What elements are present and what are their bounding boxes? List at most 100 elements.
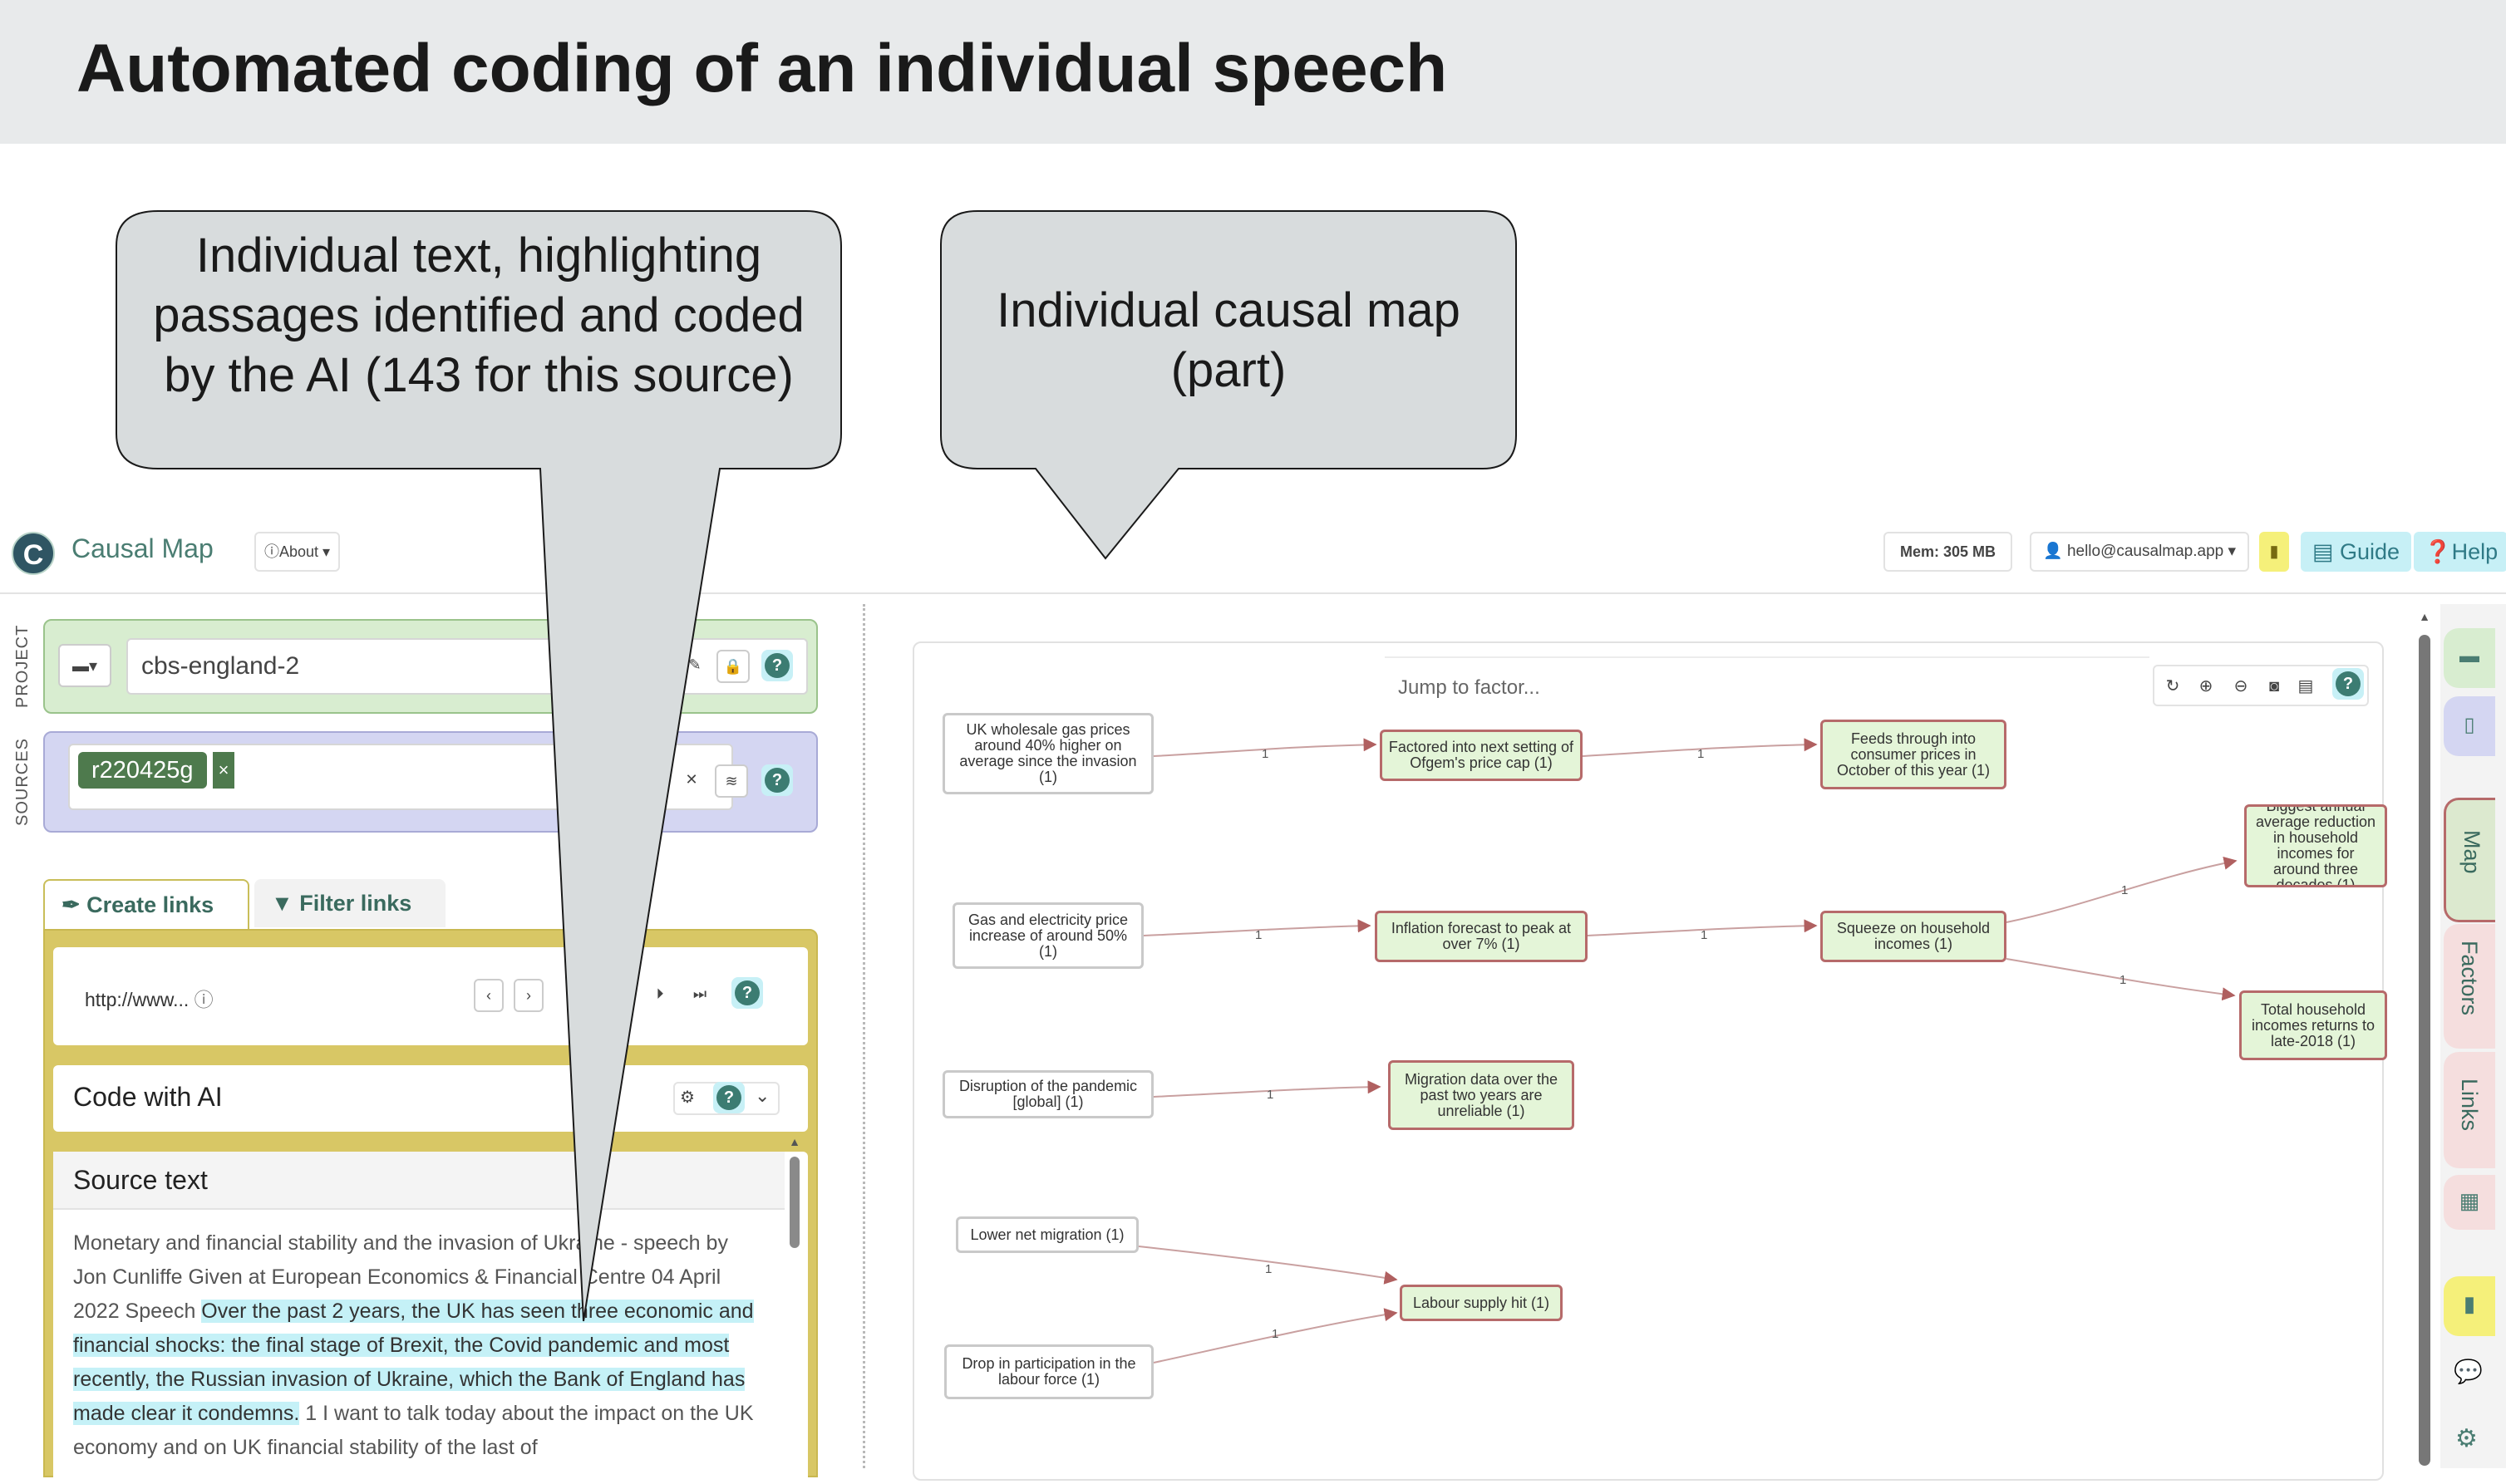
source-scrollbar[interactable]: ▲ (786, 1135, 803, 1467)
guide-button[interactable]: ▤ Guide (2301, 532, 2412, 572)
source-scroll-thumb[interactable] (790, 1157, 800, 1248)
map-node[interactable]: Total household incomes returns to late-… (2239, 990, 2387, 1060)
zoom-out-icon[interactable]: ⊖ (2233, 677, 2248, 695)
chevron-left-icon: ‹ (486, 987, 491, 1004)
camera-icon[interactable]: ◙ (2268, 677, 2280, 695)
sources-layers-button[interactable]: ≋ (715, 764, 748, 798)
source-url[interactable]: http://www... ⓘ (85, 984, 214, 1012)
map-scrollbar[interactable]: ▲ (2415, 610, 2434, 1467)
map-node[interactable]: Inflation forecast to peak at over 7% (1… (1375, 911, 1588, 962)
edge-n2-n3 (1582, 738, 1818, 757)
project-folder-button[interactable]: ▬▾ (58, 644, 111, 687)
tab-project-files[interactable]: ▬ (2444, 628, 2495, 688)
about-button[interactable]: ⓘAbout ▾ (254, 532, 341, 572)
next-source-button[interactable]: › (514, 979, 544, 1012)
clear-sources-button[interactable]: ✕ (675, 764, 708, 798)
edge-n5-n6 (1143, 919, 1371, 936)
edit-project-button[interactable]: ✎ (678, 650, 711, 683)
map-node[interactable]: Migration data over the past two years a… (1388, 1060, 1574, 1130)
app-brand[interactable]: Causal Map (71, 533, 214, 563)
map-help-button[interactable]: ? (2332, 668, 2364, 700)
edge-label: 1 (1262, 747, 1268, 761)
folder-icon: ▬▾ (71, 657, 98, 676)
project-input[interactable]: cbs-england-2 (126, 638, 808, 695)
help-button[interactable]: ❓Help (2414, 532, 2506, 572)
map-node[interactable]: Feeds through into consumer prices in Oc… (1820, 720, 2006, 789)
edge-n7-n4 (2006, 856, 2238, 923)
map-node[interactable]: UK wholesale gas prices around 40% highe… (943, 713, 1154, 794)
user-menu-button[interactable]: 👤 hello@causalmap.app ▾ (2030, 532, 2250, 572)
callout-right-bubble (940, 210, 1517, 560)
url-help-button[interactable]: ? (731, 977, 763, 1009)
map-node[interactable]: Gas and electricity price increase of ar… (953, 902, 1144, 969)
map-node[interactable]: Drop in participation in the labour forc… (944, 1344, 1154, 1399)
question-icon: ? (735, 980, 760, 1005)
code-ai-help-button[interactable]: ? (713, 1082, 745, 1113)
gear-icon[interactable]: ⚙ (2455, 1425, 2478, 1452)
remove-chip-icon[interactable]: × (213, 752, 234, 789)
clipboard-icon[interactable]: ▤ (2297, 677, 2314, 695)
edge-n9-n10 (1153, 1080, 1381, 1098)
map-node[interactable]: Biggest annual average reduction in hous… (2244, 804, 2387, 887)
tab-factors[interactable]: Factors (2444, 924, 2495, 1049)
map-node[interactable]: Squeeze on household incomes (1) (1820, 911, 2006, 962)
question-icon: ? (2336, 671, 2361, 696)
edge-label: 1 (2120, 973, 2126, 987)
book-icon: ▤ (2312, 539, 2341, 564)
map-node[interactable]: Factored into next setting of Ofgem's pr… (1380, 730, 1583, 781)
tab-bookmarks[interactable]: ▮ (2444, 1276, 2495, 1336)
layers-icon: ≋ (725, 773, 738, 789)
scroll-up-icon[interactable]: ▲ (2419, 610, 2430, 623)
chevron-down-icon[interactable]: ⌄ (755, 1085, 771, 1106)
refresh-icon[interactable]: ↻ (2165, 677, 2180, 695)
scroll-up-icon[interactable]: ▲ (789, 1135, 800, 1148)
bookmark-button[interactable]: ▮ (2259, 532, 2289, 572)
tab-create-links[interactable]: ✒ Create links (43, 879, 249, 929)
panel-resizer[interactable] (863, 604, 865, 1468)
user-email: hello@causalmap.app (2066, 543, 2224, 560)
question-icon: ❓ (2424, 539, 2452, 564)
source-url-row (53, 947, 808, 1045)
caret-down-icon: ▾ (318, 543, 331, 560)
tab-map[interactable]: Map (2444, 798, 2495, 922)
jump-to-factor-input[interactable]: Jump to factor... (1385, 656, 2149, 716)
project-help-button[interactable]: ? (761, 650, 793, 681)
caret-down-icon: ▾ (2223, 543, 2237, 560)
edge-label: 1 (1697, 747, 1704, 761)
tab-filter-links[interactable]: ▼ Filter links (254, 879, 446, 927)
gear-icon[interactable]: ⚙ (680, 1088, 695, 1107)
source-text-title: Source text (73, 1165, 208, 1195)
source-text-body[interactable]: Monetary and financial stability and the… (73, 1226, 755, 1465)
guide-label: Guide (2340, 539, 2400, 564)
step-forward-icon: ⏵ (656, 985, 664, 1002)
source-chip[interactable]: r220425g (78, 752, 207, 789)
zoom-in-icon[interactable]: ⊕ (2198, 677, 2213, 695)
prev-source-button[interactable]: ‹ (474, 979, 504, 1012)
question-icon: ? (765, 768, 790, 793)
map-scroll-thumb[interactable] (2419, 635, 2430, 1466)
question-icon: ? (765, 653, 790, 678)
tab-sources[interactable]: ▯ (2444, 696, 2495, 756)
tab-table[interactable]: ▦ (2444, 1175, 2495, 1230)
code-with-ai-row[interactable] (53, 1065, 808, 1132)
skip-button[interactable]: ⏵ (645, 979, 675, 1012)
chat-icon[interactable]: 💬 (2454, 1359, 2483, 1384)
lock-icon: 🔒 (723, 658, 743, 675)
fast-forward-button[interactable]: ⏭ (685, 979, 715, 1012)
bookmark-icon: ▮ (2269, 543, 2279, 561)
slide-title: Automated coding of an individual speech (76, 31, 1448, 106)
map-node[interactable]: Lower net migration (1) (956, 1216, 1139, 1253)
sources-help-button[interactable]: ? (761, 764, 793, 796)
filter-icon: ▼ (271, 891, 300, 916)
map-node[interactable]: Disruption of the pandemic [global] (1) (943, 1070, 1154, 1118)
app-logo[interactable]: C (12, 532, 55, 575)
lock-project-button[interactable]: 🔒 (716, 650, 750, 683)
edge-n13-n12 (1153, 1308, 1398, 1364)
pencil-icon: ✎ (688, 656, 702, 673)
edge-n6-n7 (1587, 919, 1818, 936)
edge-label: 1 (1701, 928, 1707, 942)
map-panel (913, 641, 2384, 1481)
map-node[interactable]: Labour supply hit (1) (1400, 1285, 1563, 1321)
tab-links[interactable]: Links (2444, 1052, 2495, 1168)
